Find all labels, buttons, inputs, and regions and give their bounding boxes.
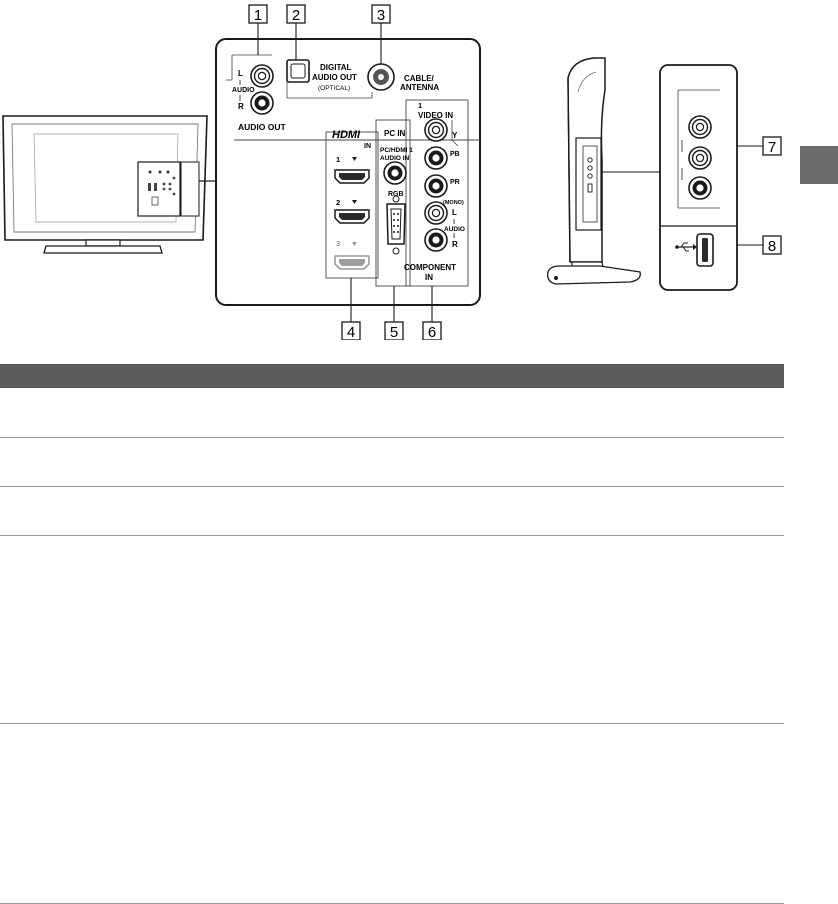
callout-3: 3 [377, 7, 385, 24]
rca-jack-icon [424, 228, 448, 252]
callout-labels: 1 2 3 4 5 6 7 8 [248, 4, 782, 340]
svg-text:(MONO): (MONO) [443, 200, 464, 206]
rca-jack-icon [424, 118, 448, 142]
rca-jack-icon [383, 161, 407, 185]
svg-text:(OPTICAL): (OPTICAL) [318, 85, 350, 92]
svg-text:CABLE/: CABLE/ [404, 74, 435, 83]
rca-jack-icon [250, 91, 274, 115]
svg-text:Y: Y [452, 131, 458, 140]
svg-text:PC/HDMI 1: PC/HDMI 1 [380, 147, 413, 154]
tv-side-illustration [547, 57, 660, 285]
vga-port-icon [386, 195, 406, 255]
svg-text:AUDIO: AUDIO [232, 87, 255, 94]
rca-jack-icon [688, 176, 712, 200]
svg-text:IN: IN [425, 273, 433, 282]
rca-jack-icon [688, 146, 712, 170]
svg-text:AUDIO: AUDIO [444, 226, 465, 233]
svg-text:AUDIO IN: AUDIO IN [380, 155, 410, 162]
svg-text:1: 1 [418, 101, 422, 110]
svg-text:AUDIO OUT: AUDIO OUT [238, 122, 287, 132]
callout-4: 4 [347, 324, 355, 340]
coax-port-icon [367, 63, 395, 91]
tv-rear-illustration [2, 115, 216, 254]
pc-in-group: PC IN PC/HDMI 1 AUDIO IN RGB [380, 129, 413, 255]
hdmi-in-group: HDMI IN 1 2 3 [332, 129, 371, 270]
side-panel-zoom [659, 64, 738, 291]
cable-antenna-group: CABLE/ ANTENNA [367, 63, 439, 92]
callout-7: 7 [768, 139, 776, 156]
table-row-divider [0, 723, 784, 724]
svg-text:AUDIO OUT: AUDIO OUT [312, 73, 357, 82]
table-header-bar [0, 364, 784, 388]
table-row-divider [0, 437, 784, 438]
callout-1: 1 [254, 7, 262, 24]
svg-text:3: 3 [336, 239, 340, 248]
tv-connector-diagram: L AUDIO R AUDIO OUT DIGITAL AUDIO OUT (O… [2, 4, 782, 340]
table-row-divider [0, 535, 784, 536]
svg-text:VIDEO IN: VIDEO IN [418, 111, 453, 120]
section-tab [800, 146, 838, 184]
svg-text:RGB: RGB [388, 191, 404, 198]
svg-text:DIGITAL: DIGITAL [320, 63, 352, 72]
svg-text:HDMI: HDMI [332, 129, 361, 141]
hdmi-port-icon [334, 255, 370, 270]
hdmi-port-icon [334, 209, 370, 224]
svg-text:L: L [452, 208, 457, 217]
callout-leaders [257, 21, 763, 322]
svg-text:IN: IN [364, 143, 371, 150]
svg-text:COMPONENT: COMPONENT [404, 263, 456, 272]
rca-jack-icon [688, 115, 712, 139]
svg-text:2: 2 [336, 198, 340, 207]
component-in-group: 1 VIDEO IN Y PB PR (MONO) L AUDIO R COMP… [404, 101, 465, 282]
digital-audio-out-group: DIGITAL AUDIO OUT (OPTICAL) [286, 59, 373, 99]
svg-text:PB: PB [450, 151, 460, 158]
callout-8: 8 [768, 238, 776, 255]
svg-text:ANTENNA: ANTENNA [400, 83, 439, 92]
rca-jack-icon [424, 201, 448, 225]
svg-text:PC IN: PC IN [384, 129, 406, 138]
svg-text:R: R [238, 102, 244, 111]
usb-icon [675, 242, 697, 252]
svg-text:L: L [238, 69, 243, 78]
rca-jack-icon [250, 64, 274, 88]
usb-port-icon [696, 233, 714, 267]
audio-out-group: L AUDIO R AUDIO OUT [232, 64, 287, 132]
rca-jack-icon [424, 174, 448, 198]
callout-2: 2 [292, 7, 300, 24]
callout-6: 6 [428, 324, 436, 340]
table-row-divider [0, 486, 784, 487]
svg-text:1: 1 [336, 155, 340, 164]
rca-jack-icon [424, 146, 448, 170]
svg-text:R: R [452, 240, 458, 249]
hdmi-port-icon [334, 169, 370, 184]
svg-text:PR: PR [450, 179, 460, 186]
callout-5: 5 [390, 324, 398, 340]
